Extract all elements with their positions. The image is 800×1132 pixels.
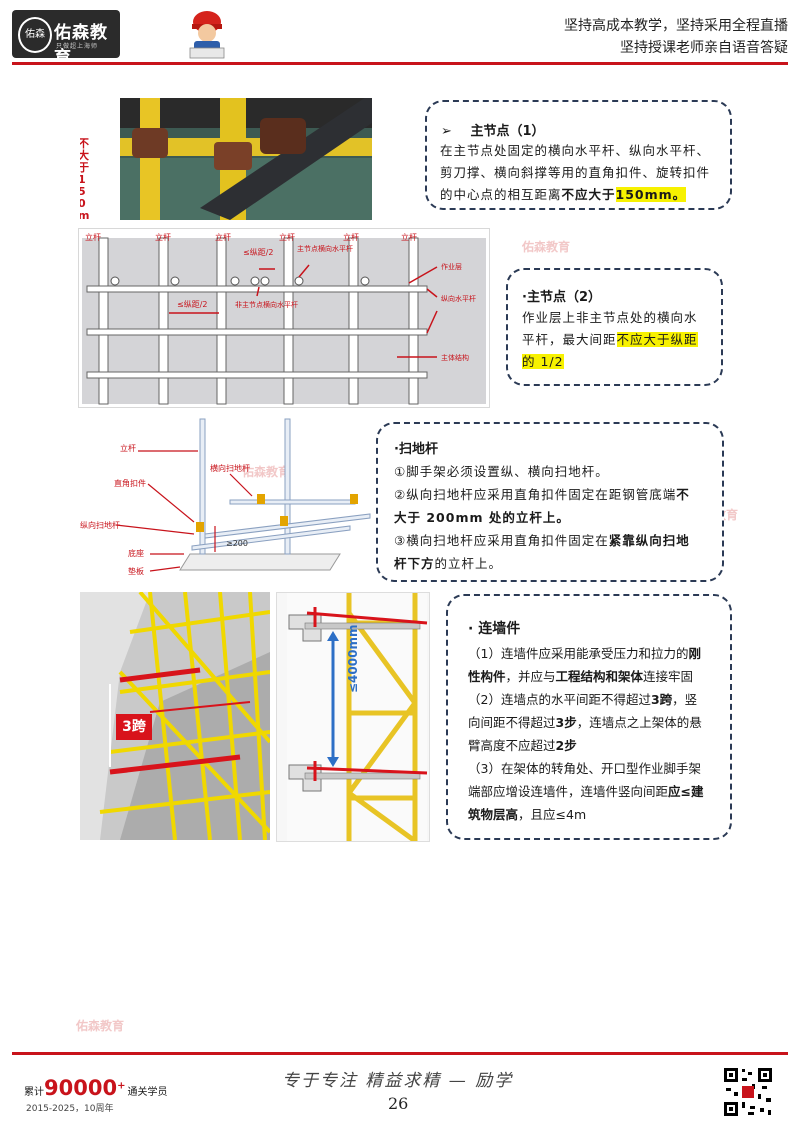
student-count: 累计90000+通关学员 <box>24 1076 167 1100</box>
emphasis-text: 工程结构和架体 <box>555 669 644 684</box>
card-line: 向间距不得超过 <box>468 715 556 730</box>
emphasis-text: 杆下方 <box>394 556 435 571</box>
highlight-text: 的 1/2 <box>522 354 564 369</box>
main-node-bar-label: 主节点横向水平杆 <box>297 244 353 253</box>
plate-label: 垫板 <box>128 566 144 576</box>
emphasis-text: 3步 <box>555 715 577 730</box>
emphasis-text: 不 <box>676 487 690 502</box>
watermark: 佑森教育 <box>522 240 571 254</box>
right-angle-coupler-label: 直角扣件 <box>114 478 146 488</box>
card-line: ，竖 <box>672 692 698 707</box>
emphasis-text: 刚 <box>688 646 701 661</box>
footer-divider <box>12 1052 788 1055</box>
slogan-line-2: 坚持授课老师亲自语音答疑 <box>620 40 788 56</box>
base-label: 底座 <box>128 548 144 558</box>
main-node-1-card: ➢ 主节点（1） 在主节点处固定的横向水平杆、纵向水平杆、 剪刀撑、横向斜撑等用… <box>425 100 732 210</box>
card-line: ，且应≤4m <box>518 807 587 822</box>
emphasis-text: 紧靠纵向扫地 <box>608 533 690 548</box>
card-title: · 连墙件 <box>468 621 521 637</box>
main-node-photo: 不大于150mm <box>80 98 372 220</box>
scaffold-elevation-diagram: 立杆 立杆 立杆 立杆 立杆 立杆 ≤纵距/2 主节点横向水平杆 ≤纵距/2 非… <box>78 228 490 408</box>
card-line: ③横向扫地杆应采用直角扣件固定在 <box>394 533 609 548</box>
logo-mark: 佑森 <box>18 17 52 53</box>
arrow-icon: ➢ <box>441 124 452 139</box>
left-half-spacing-label: ≤纵距/2 <box>177 300 208 309</box>
card-line: ，连墙点之上架体的悬 <box>576 715 702 730</box>
qr-code-icon <box>722 1066 774 1118</box>
pole-label: 立杆 <box>120 443 136 453</box>
watermark: 佑森教育 <box>242 465 291 479</box>
three-span-label: 3跨 <box>116 714 152 740</box>
main-node-2-card: ·主节点（2） 作业层上非主节点处的横向水 平杆，最大间距不应大于纵距 的 1/… <box>506 268 723 386</box>
pole-label: 立杆 <box>215 232 231 242</box>
pole-label: 立杆 <box>155 232 171 242</box>
emphasis-text: 大于 200mm 处的立杆上。 <box>394 510 570 525</box>
sweep-bar-diagram: 立杆 横向扫地杆 直角扣件 纵向扫地杆 ≥200 底座 垫板 <box>80 414 380 582</box>
max-4000mm-label: ≤4000mm <box>346 625 360 693</box>
pole-label: 立杆 <box>343 232 359 242</box>
main-structure-label: 主体结构 <box>441 353 469 362</box>
horizontal-sweep-label: 横向扫地杆 <box>210 463 250 473</box>
card-line: 端部应增设连墙件，连墙件竖向间距 <box>468 784 669 799</box>
highlight-text: 150mm。 <box>615 187 687 202</box>
card-line: 的立杆上。 <box>434 556 503 571</box>
card-line: ①脚手架必须设置纵、横向扫地杆。 <box>394 464 609 479</box>
emphasis-text: 筑物层高 <box>468 807 519 822</box>
card-line: ②纵向扫地杆应采用直角扣件固定在距钢管底端 <box>394 487 677 502</box>
card-line: 平杆，最大间距 <box>522 332 617 347</box>
card-line: 连接牢固 <box>643 669 694 684</box>
min-200-label: ≥200 <box>226 539 248 548</box>
card-line: （1）连墙件应采用能承受压力和拉力的 <box>468 646 689 661</box>
card-line: 臂高度不应超过 <box>468 738 556 753</box>
card-title: ·主节点（2） <box>522 290 601 305</box>
card-line: 作业层上非主节点处的横向水 <box>522 310 698 325</box>
mascot-icon <box>189 11 225 59</box>
card-line: （3）在架体的转角处、开口型作业脚手架 <box>468 761 701 776</box>
header-divider <box>12 62 788 65</box>
non-main-node-label: 非主节点横向水平杆 <box>235 300 298 309</box>
card-line: 剪刀撑、横向斜撑等用的直角扣件、旋转扣件 <box>440 165 711 180</box>
pole-label: 立杆 <box>279 232 295 242</box>
count-prefix: 累计 <box>24 1087 44 1098</box>
card-line: 在主节点处固定的横向水平杆、纵向水平杆、 <box>440 143 711 158</box>
count-number: 90000 <box>44 1076 118 1100</box>
highlight-text: 不应大于纵距 <box>616 332 698 347</box>
emphasis-text: 应≤建 <box>668 784 704 799</box>
brand-logo: 佑森 佑森教育 只做超上海师 <box>12 10 120 68</box>
card-line: ，并应与 <box>505 669 556 684</box>
logo-slogan: 只做超上海师 <box>56 43 99 50</box>
wall-tie-spacing-diagram: ≤4000mm <box>276 592 430 842</box>
slogan-line-1: 坚持高成本教学，坚持采用全程直播 <box>564 18 788 34</box>
longitudinal-bar-label: 纵向水平杆 <box>441 294 476 303</box>
emphasis-text: 2步 <box>555 738 577 753</box>
page-number: 26 <box>388 1094 409 1113</box>
count-suffix: 通关学员 <box>127 1087 168 1098</box>
card-title: ·扫地杆 <box>394 442 438 457</box>
card-line: 的中心点的相互距离 <box>440 187 562 202</box>
emphasis-text: 不应大于 <box>561 187 616 202</box>
card-line: （2）连墙点的水平间距不得超过 <box>468 692 651 707</box>
half-spacing-label: ≤纵距/2 <box>243 248 274 257</box>
count-plus: + <box>117 1080 126 1092</box>
longitudinal-sweep-label: 纵向扫地杆 <box>80 520 120 530</box>
watermark: 佑森教育 <box>76 1019 125 1033</box>
motto-signature: 专于专注 精益求精 — 励学 <box>282 1071 514 1091</box>
pole-label: 立杆 <box>401 232 417 242</box>
wall-tie-card: · 连墙件 （1）连墙件应采用能承受压力和拉力的刚 性构件，并应与工程结构和架体… <box>446 594 732 840</box>
wall-tie-3d-photo: 3跨 <box>80 592 270 840</box>
pole-label: 立杆 <box>85 232 101 242</box>
max-150mm-label: 不大于150mm <box>80 137 90 221</box>
card-title: 主节点（1） <box>470 124 545 139</box>
sweep-bar-card: ·扫地杆 ①脚手架必须设置纵、横向扫地杆。 ②纵向扫地杆应采用直角扣件固定在距钢… <box>376 422 724 582</box>
work-layer-label: 作业层 <box>441 262 462 271</box>
emphasis-text: 性构件 <box>468 669 506 684</box>
anniversary-text: 2015-2025，10周年 <box>26 1104 114 1114</box>
emphasis-text: 3跨 <box>650 692 673 707</box>
